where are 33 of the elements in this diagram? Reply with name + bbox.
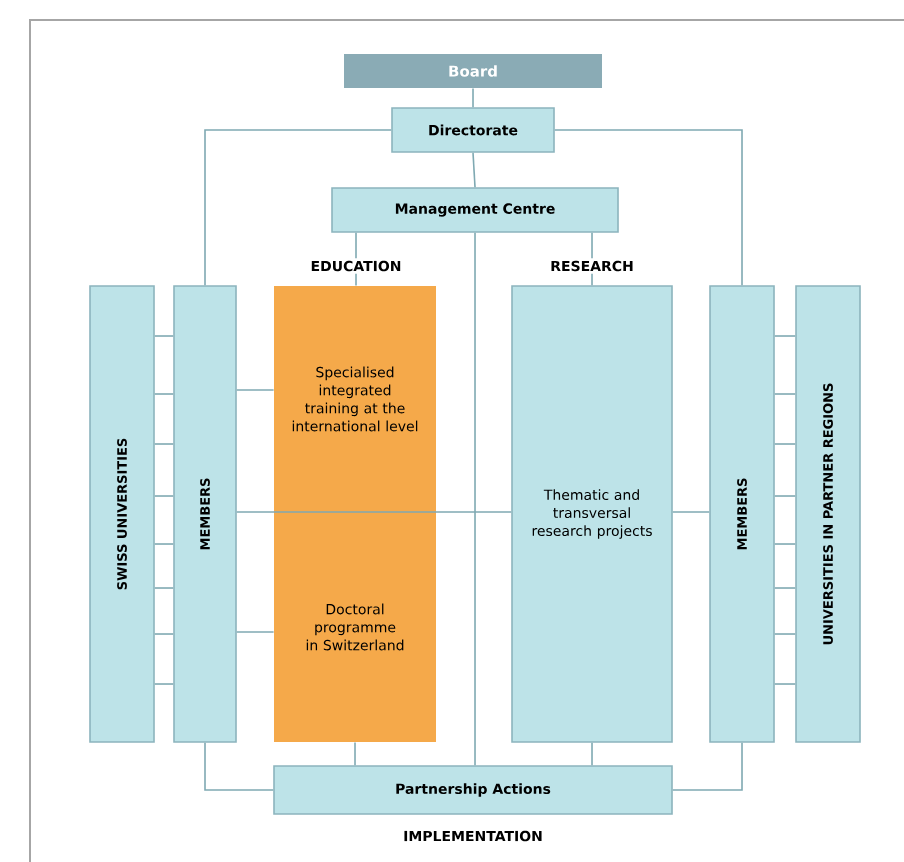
connector-line [472,152,476,188]
connector-line [154,495,174,497]
connector-line [154,633,174,635]
connector-line [774,633,796,635]
connector-line [472,87,474,108]
connector-line [354,741,356,766]
connector-line [591,742,593,766]
connector-line [591,232,593,260]
connector-line [154,543,174,545]
connector-line [154,683,174,685]
connector-line [154,335,174,337]
connector-line [774,495,796,497]
connector-line [236,631,275,633]
connector-line [355,272,357,287]
connector-line [204,742,274,791]
connector-line [774,393,796,395]
connector-line [591,272,593,286]
connector-line [236,389,275,391]
connector-line [672,742,743,791]
connector-line [204,129,392,286]
connector-line [236,511,512,513]
connector-line [554,129,743,286]
connector-line [672,511,710,513]
connector-line [774,587,796,589]
connector-line [774,443,796,445]
connector-line [774,335,796,337]
connector-line [474,232,476,766]
connector-line [355,232,357,260]
connector-line [774,683,796,685]
connector-line [774,543,796,545]
connector-line [154,587,174,589]
connector-line [154,393,174,395]
connector-line [154,443,174,445]
